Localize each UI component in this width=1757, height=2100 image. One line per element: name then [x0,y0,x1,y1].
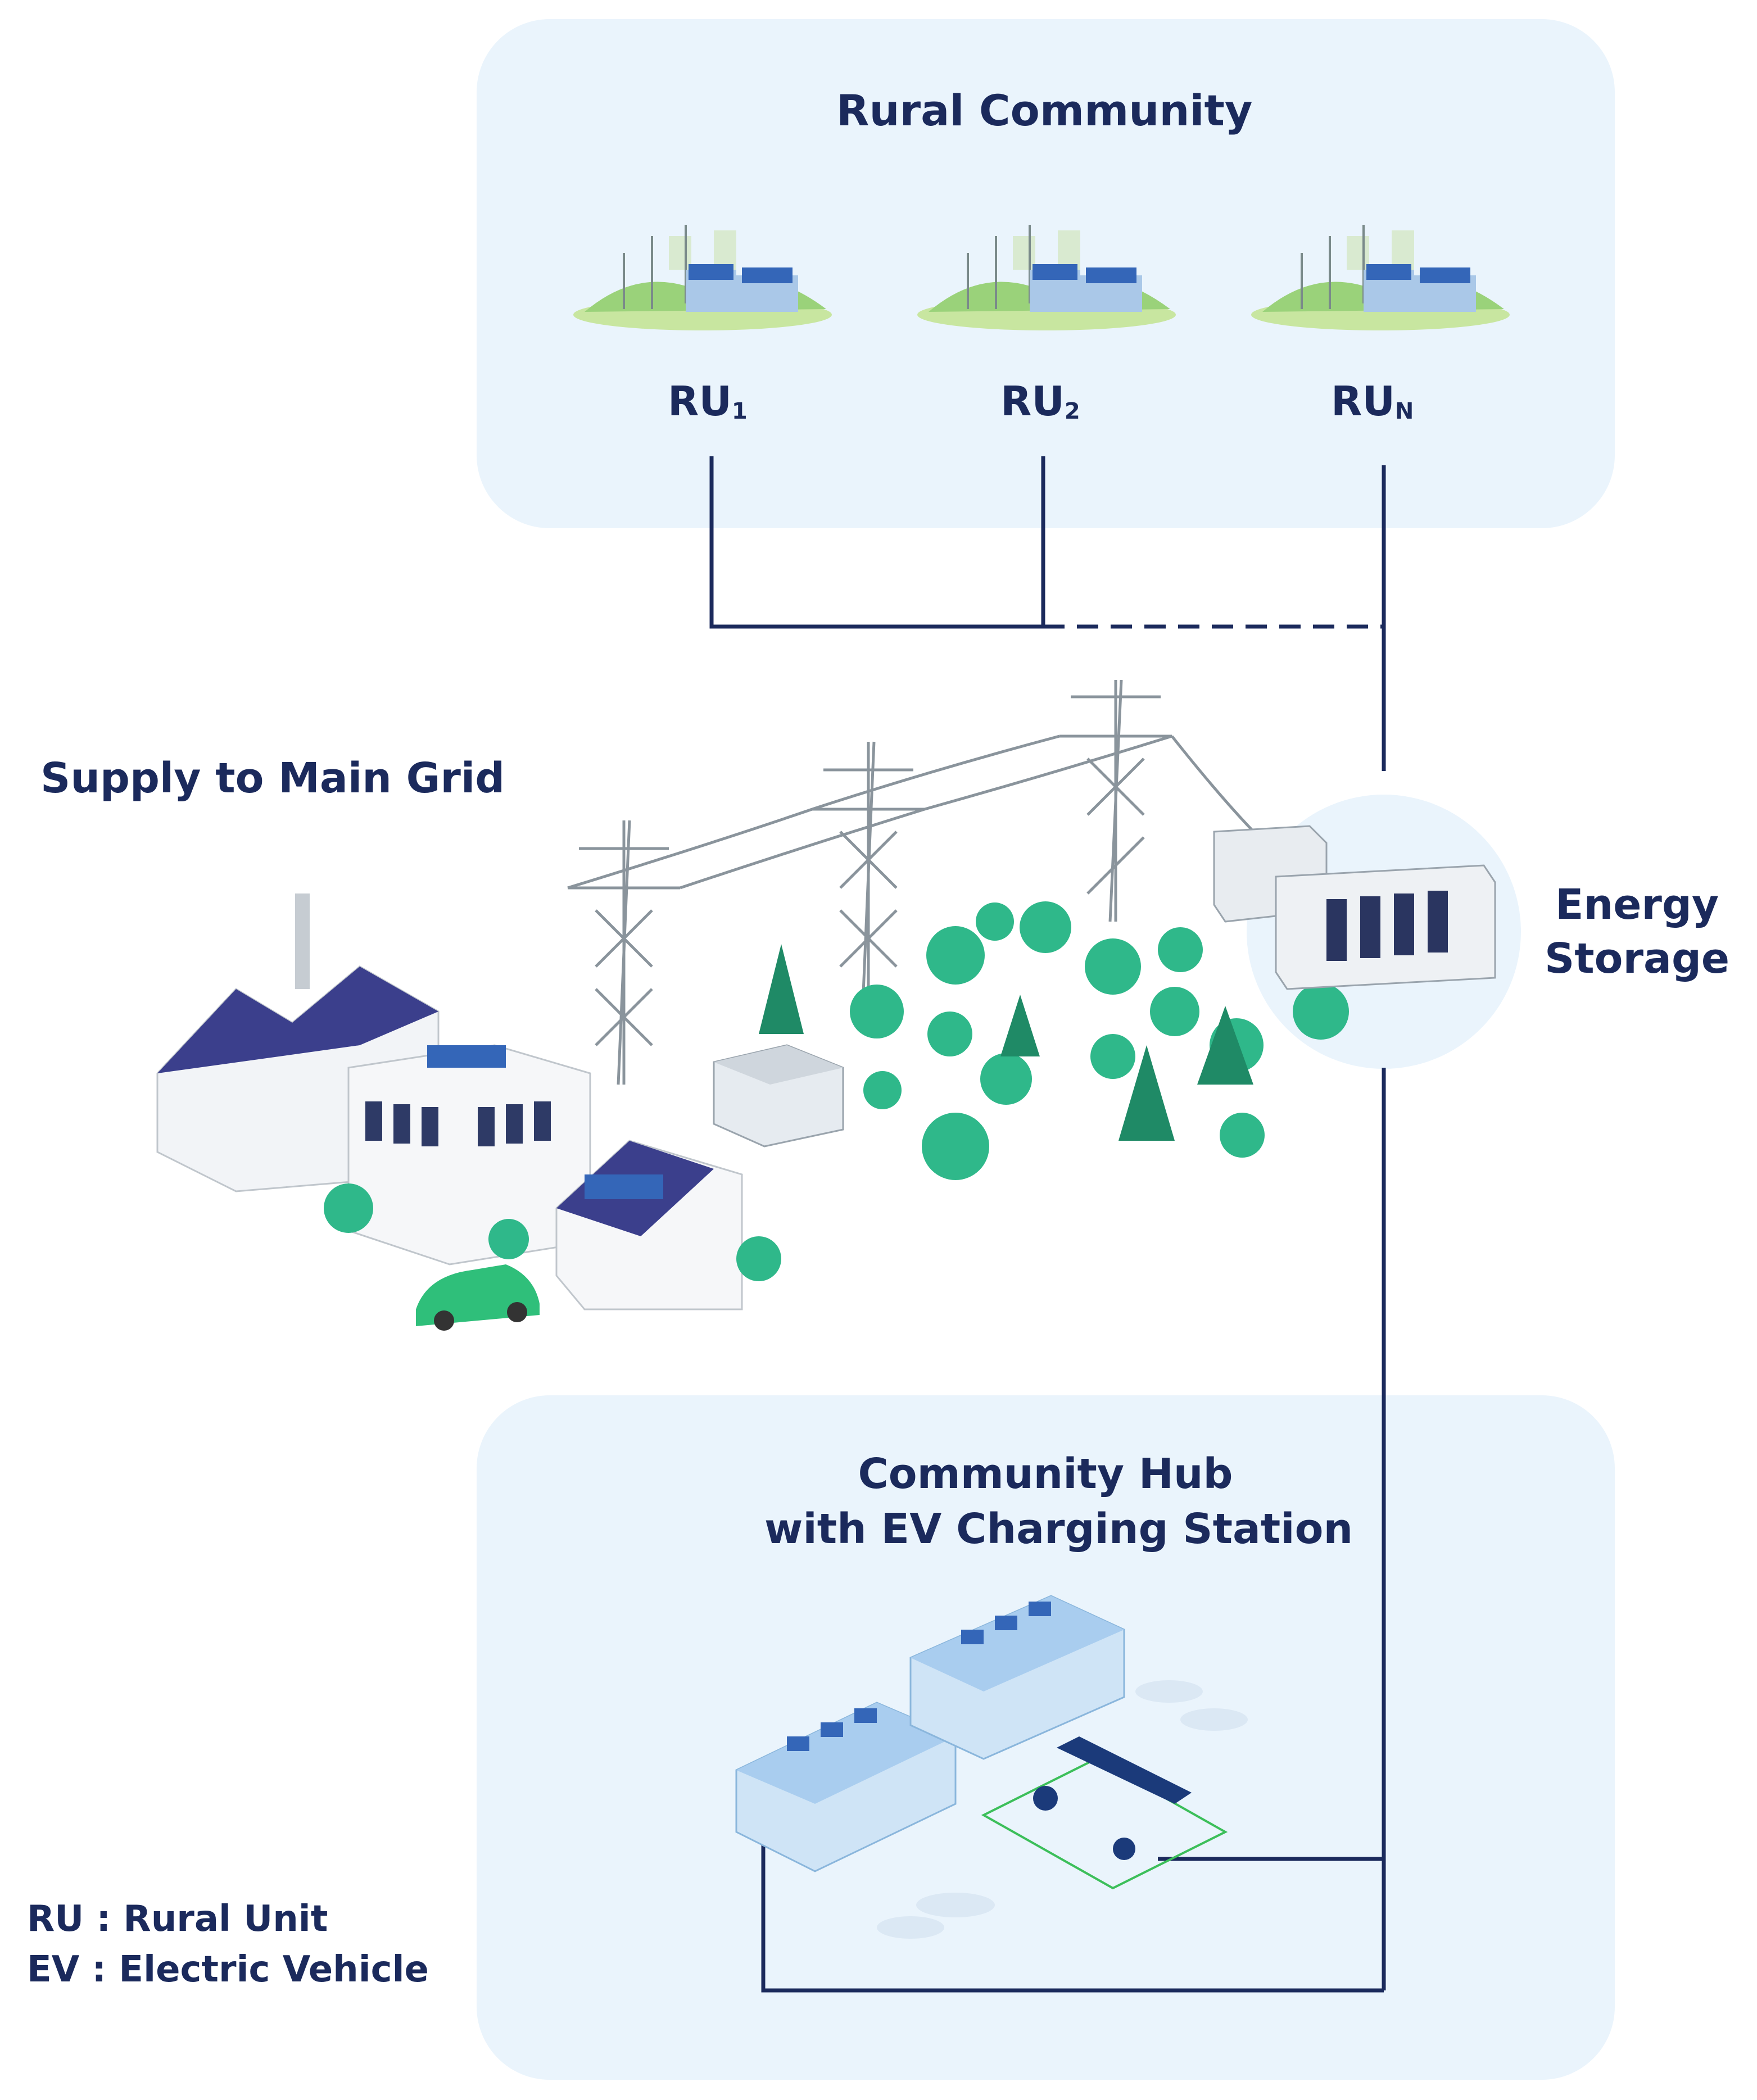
community-hub-panel [477,1395,1615,2080]
ru-label-1: RU1 [668,378,748,425]
community-hub-line1: Community Hub [858,1450,1233,1498]
rural-unit-village-icon [1251,225,1510,330]
ru-prefix: RU [1331,378,1395,425]
ru-label-2: RU2 [1000,378,1080,425]
legend-ev: EV : Electric Vehicle [27,1949,429,1990]
rural-unit-village-icon [917,225,1176,330]
community-hub-line2: with EV Charging Station [764,1505,1353,1553]
ru-subscript: 2 [1064,398,1080,424]
ru-subscript: 1 [731,398,748,424]
community-hub-title: Community Hub with EV Charging Station [764,1446,1353,1557]
ru-subscript: N [1394,398,1414,424]
legend: RU : Rural Unit EV : Electric Vehicle [27,1894,429,1995]
connector-lines [709,456,1386,1993]
energy-storage-line1: Energy [1555,881,1719,929]
community-hub-illustration [735,1595,1248,1939]
battery-storage-icon [1213,825,1496,990]
ru1-to-bus-line [709,456,1043,629]
electric-vehicle-icon [416,1264,540,1331]
ru-prefix: RU [668,378,732,425]
substation-icon [713,1044,844,1147]
legend-ru: RU : Rural Unit [27,1898,328,1940]
power-pylons [567,679,1266,1085]
energy-storage-line2: Storage [1545,935,1730,983]
rural-unit-village-icon [573,225,832,330]
ru-prefix: RU [1000,378,1065,425]
energy-storage-label: Energy Storage [1545,878,1729,986]
rural-community-title: Rural Community [836,85,1253,135]
grid-buildings-icon [156,893,781,1310]
hub-bottom-loop-line [761,1812,1384,1993]
ru-label-n: RUN [1331,378,1414,425]
forest-trees [759,901,1349,1180]
main-grid-title: Supply to Main Grid [40,754,505,802]
